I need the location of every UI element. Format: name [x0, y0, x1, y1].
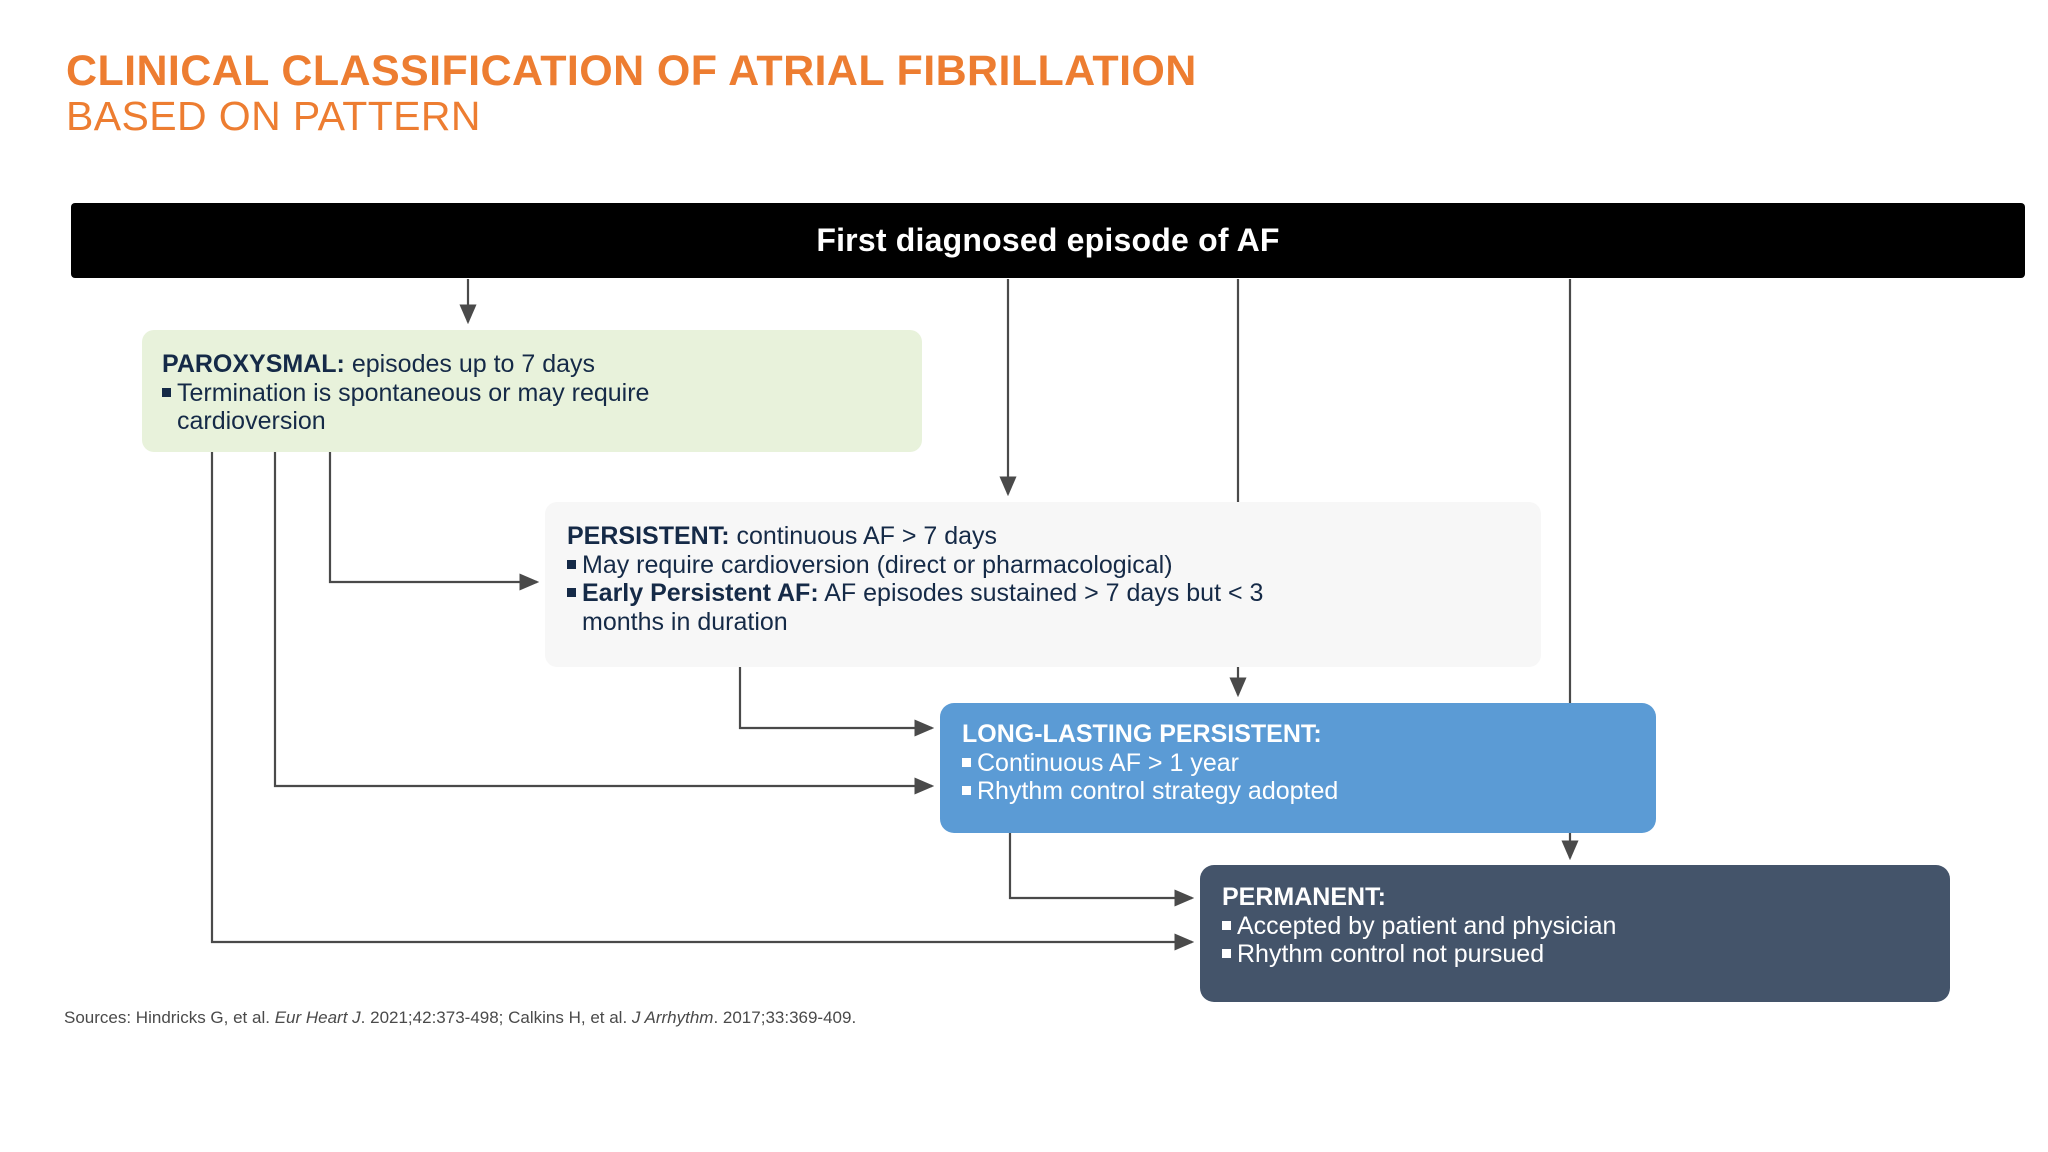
persistent-bullet-1-line1: May require cardioversion (direct or pha… — [582, 550, 1173, 579]
sources-journal-1: Eur Heart J — [274, 1008, 361, 1027]
persistent-heading: PERSISTENT: continuous AF > 7 days — [567, 522, 1541, 551]
long-lasting-bullet-2-text: Rhythm control strategy adopted — [977, 777, 1339, 805]
sources-journal-2: J Arrhythm — [631, 1008, 714, 1027]
permanent-bullet-1-text: Accepted by patient and physician — [1237, 911, 1617, 940]
bullet-square-icon — [962, 757, 971, 767]
persistent-title: PERSISTENT: — [567, 522, 730, 550]
title-line-primary: CLINICAL CLASSIFICATION OF ATRIAL FIBRIL… — [66, 47, 1197, 95]
title-line-secondary: BASED ON PATTERN — [66, 93, 481, 140]
long-lasting-title: LONG-LASTING PERSISTENT: — [962, 720, 1322, 748]
paroxysmal-bullet-1-line2: cardioversion — [177, 407, 326, 435]
paroxysmal-title: PAROXYSMAL: — [162, 350, 345, 378]
persistent-bullet-2-bold: Early Persistent AF: — [582, 579, 819, 607]
node-paroxysmal: PAROXYSMAL: episodes up to 7 days Termin… — [142, 330, 922, 452]
bullet-square-icon — [162, 387, 171, 397]
persistent-bullet-2-line1: AF episodes sustained > 7 days but < 3 — [818, 579, 1264, 607]
permanent-bullet-2: Rhythm control not pursued — [1222, 940, 1950, 969]
long-lasting-bullet-2: Rhythm control strategy adopted — [962, 777, 1656, 806]
sources-prefix: Sources: Hindricks G, et al. — [64, 1008, 275, 1027]
sources-citation: Sources: Hindricks G, et al. Eur Heart J… — [64, 1008, 856, 1028]
long-lasting-bullet-1: Continuous AF > 1 year — [962, 749, 1656, 778]
header-box-first-diagnosed: First diagnosed episode of AF — [71, 203, 2025, 278]
node-persistent: PERSISTENT: continuous AF > 7 days May r… — [545, 502, 1541, 667]
bullet-square-icon — [1222, 949, 1231, 958]
permanent-title: PERMANENT: — [1222, 883, 1386, 911]
bullet-square-icon — [567, 559, 576, 569]
paroxysmal-bullet-1: Termination is spontaneous or may requir… — [162, 379, 922, 436]
node-permanent: PERMANENT: Accepted by patient and physi… — [1200, 865, 1950, 1002]
sources-suffix: . 2017;33:369-409. — [713, 1008, 857, 1027]
header-box-label: First diagnosed episode of AF — [816, 222, 1280, 258]
page-title: CLINICAL CLASSIFICATION OF ATRIAL FIBRIL… — [66, 48, 1566, 140]
paroxysmal-bullet-1-line1: Termination is spontaneous or may requir… — [177, 378, 650, 407]
persistent-bullet-2-line2: months in duration — [582, 607, 788, 636]
paroxysmal-title-rest: episodes up to 7 days — [344, 350, 596, 378]
persistent-title-rest: continuous AF > 7 days — [729, 522, 998, 550]
long-lasting-bullet-1-text: Continuous AF > 1 year — [977, 748, 1239, 777]
paroxysmal-heading: PAROXYSMAL: episodes up to 7 days — [162, 350, 922, 379]
persistent-bullet-1: May require cardioversion (direct or pha… — [567, 551, 1541, 580]
permanent-bullet-2-text: Rhythm control not pursued — [1237, 940, 1545, 968]
persistent-bullet-2: Early Persistent AF: AF episodes sustain… — [567, 579, 1541, 636]
bullet-square-icon — [962, 786, 971, 795]
bullet-square-icon — [567, 588, 576, 597]
node-long-lasting-persistent: LONG-LASTING PERSISTENT: Continuous AF >… — [940, 703, 1656, 833]
sources-mid: . 2021;42:373-498; Calkins H, et al. — [360, 1008, 632, 1027]
permanent-bullet-1: Accepted by patient and physician — [1222, 912, 1950, 941]
bullet-square-icon — [1222, 920, 1231, 930]
